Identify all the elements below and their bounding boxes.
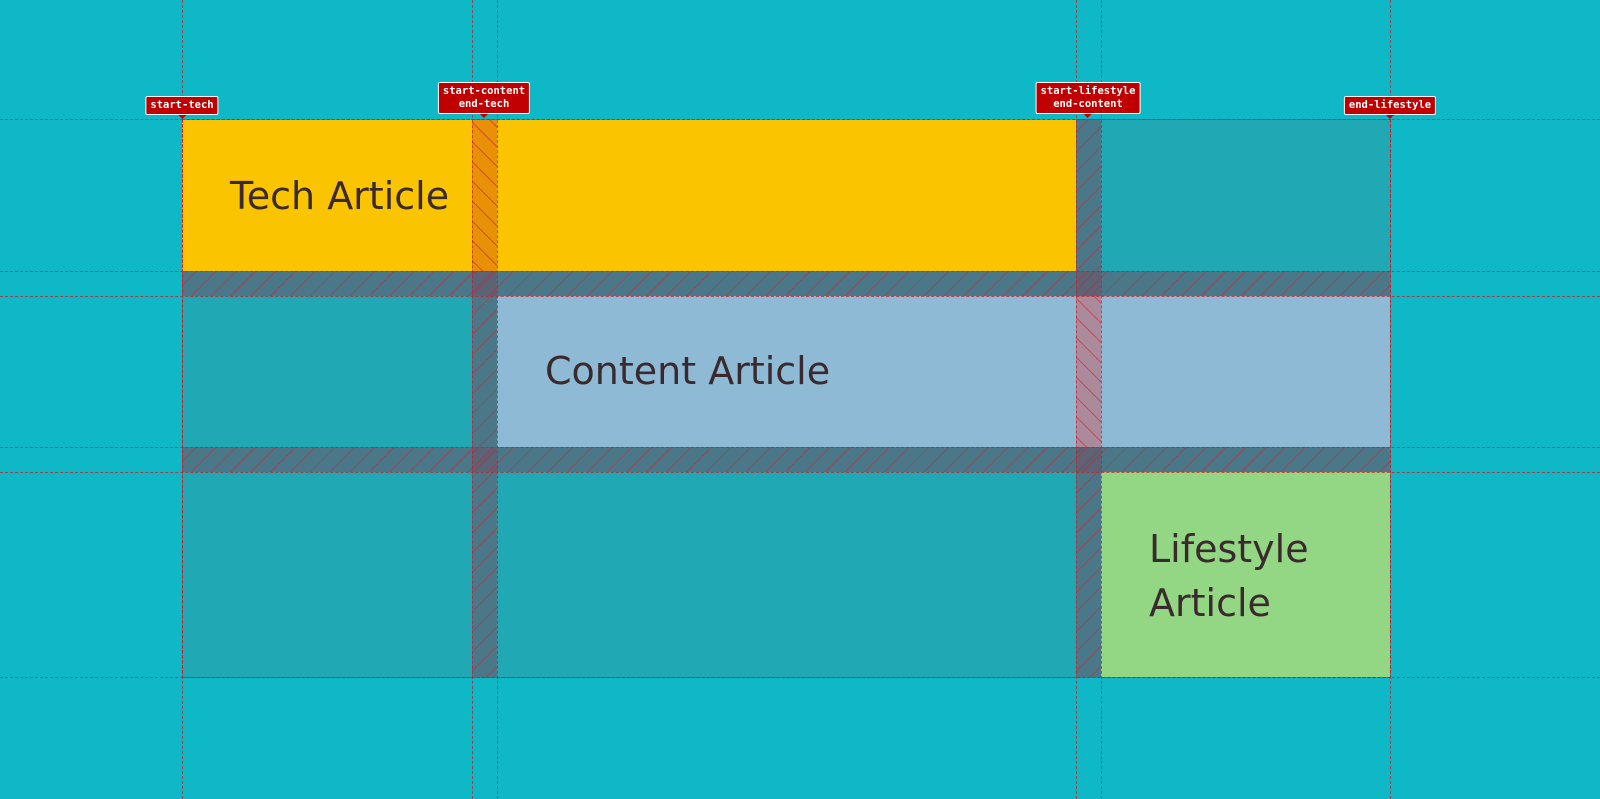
- grid-line-row-2: [0, 271, 1600, 272]
- grid-line-col-4: [1076, 0, 1077, 799]
- row-gap-1: [182, 271, 1390, 296]
- grid-line-row-5: [0, 472, 1600, 473]
- line-label-start-content-end-tech: start-content end-tech: [437, 82, 531, 118]
- column-gap-2-over-content: [1076, 296, 1101, 447]
- lifestyle-article-title-line1: Lifestyle: [1149, 527, 1309, 571]
- line-label-text: start-content: [442, 85, 526, 97]
- tech-article: Tech Article: [182, 119, 1076, 271]
- grid-line-row-1: [0, 119, 1600, 120]
- lifestyle-article: Lifestyle Article: [1101, 472, 1390, 677]
- line-label-text: end-lifestyle: [1348, 99, 1432, 111]
- lifestyle-article-title-line2: Article: [1149, 581, 1271, 625]
- row-gap-2: [182, 447, 1390, 472]
- column-gap-2-top: [1076, 119, 1101, 296]
- column-gap-1: [472, 271, 497, 677]
- line-label-text: end-content: [1053, 98, 1123, 110]
- grid-line-row-4: [0, 447, 1600, 448]
- content-article-title: Content Article: [545, 349, 831, 393]
- grid-line-col-2: [472, 0, 473, 799]
- line-label-text: start-tech: [150, 99, 214, 111]
- column-gap-2-bottom: [1076, 447, 1101, 677]
- column-gap-1-over-tech: [472, 119, 497, 271]
- line-label-start-lifestyle-end-content: start-lifestyle end-content: [1035, 82, 1141, 118]
- line-label-text: start-lifestyle: [1040, 85, 1136, 97]
- line-label-start-tech: start-tech: [145, 96, 219, 119]
- line-label-text: end-tech: [458, 98, 510, 110]
- grid-line-col-5: [1101, 0, 1102, 799]
- grid-line-col-3: [497, 0, 498, 799]
- grid-line-row-6: [0, 677, 1600, 678]
- grid-line-row-3: [0, 296, 1600, 297]
- line-label-end-lifestyle: end-lifestyle: [1343, 96, 1437, 119]
- tech-article-title: Tech Article: [230, 174, 450, 218]
- content-article: Content Article: [497, 296, 1390, 447]
